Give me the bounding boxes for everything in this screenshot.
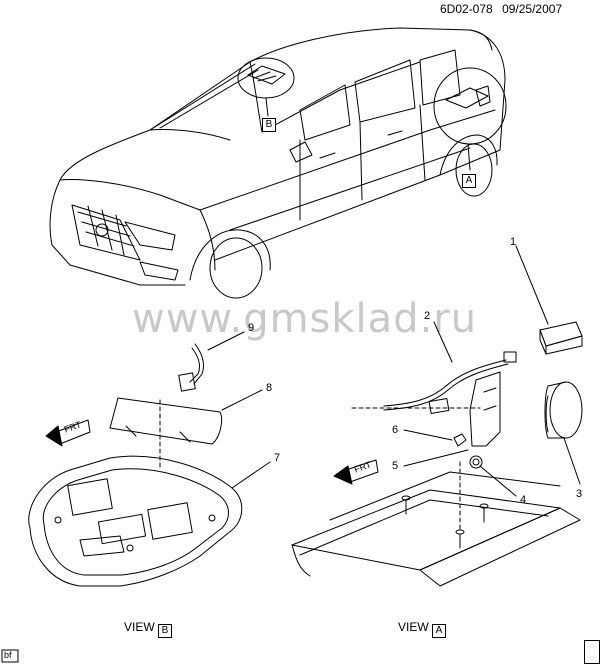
callout-7: 7 <box>274 452 281 464</box>
gm-logo-icon <box>584 640 600 664</box>
view-a-word: VIEW <box>398 620 429 634</box>
box-label-b: B <box>262 118 276 132</box>
box-label-a: A <box>462 174 476 188</box>
callout-8: 8 <box>266 382 273 394</box>
callout-3: 3 <box>576 488 583 500</box>
view-a-caption: VIEW A <box>398 620 447 638</box>
watermark: www.gmsklad.ru <box>132 296 478 342</box>
corner-tag: bf <box>4 650 12 660</box>
view-b-word: VIEW <box>124 620 155 634</box>
callout-5: 5 <box>392 460 399 472</box>
diagram-code: 6D02-078 <box>440 2 493 16</box>
diagram-date: 09/25/2007 <box>502 2 563 16</box>
callout-9: 9 <box>248 322 255 334</box>
view-b-box: B <box>158 624 173 638</box>
car-illustration <box>49 27 506 299</box>
detail-circle-b <box>237 57 295 117</box>
callout-1: 1 <box>510 236 517 248</box>
view-a-box: A <box>432 624 447 638</box>
detail-circle-a <box>433 67 507 171</box>
callout-6: 6 <box>392 424 399 436</box>
callout-2: 2 <box>424 310 431 322</box>
view-b-caption: VIEW B <box>124 620 173 638</box>
header-code-date: 6D02-078 09/25/2007 <box>440 2 562 16</box>
view-a-assembly <box>291 245 583 587</box>
view-b-assembly <box>28 331 271 587</box>
callout-4: 4 <box>520 494 527 506</box>
